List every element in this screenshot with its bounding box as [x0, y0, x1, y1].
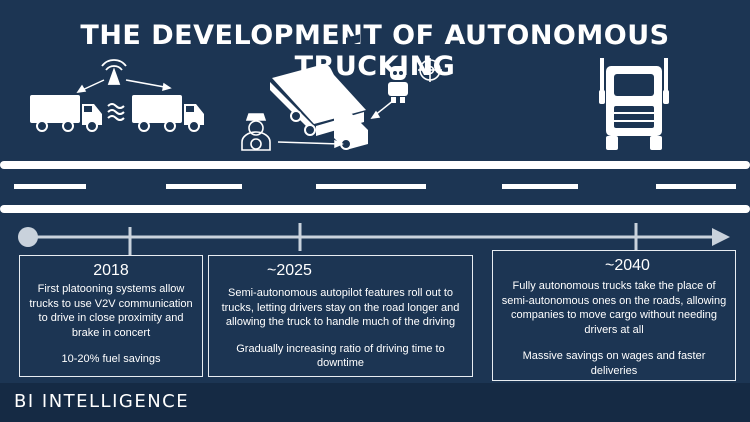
milestone-year: ~2025 [267, 262, 312, 279]
driver-arrow [277, 139, 344, 149]
truck-icon [270, 34, 368, 150]
milestone-description: Fully autonomous trucks take the place o… [501, 280, 727, 336]
signal-arrows [76, 79, 172, 93]
milestone-description: Semi-autonomous autopilot features roll … [221, 287, 460, 328]
steering-target-icon [418, 58, 442, 82]
driver-icon [241, 113, 271, 151]
signal-tower-icon [101, 59, 127, 85]
milestone-2025: ~2025 Semi-autonomous autopilot features… [208, 255, 473, 377]
wave-link-icon [107, 103, 125, 121]
milestone-note: 10-20% fuel savings [61, 353, 161, 365]
milestone-note: Massive savings on wages and faster deli… [522, 350, 706, 377]
robot-arrow [370, 99, 395, 119]
milestone-2040: ~2040 Fully autonomous trucks take the p… [492, 250, 736, 381]
footer-bar [0, 383, 750, 422]
milestone-year: 2018 [93, 262, 129, 279]
timeline [18, 223, 730, 255]
brand-logo: BI INTELLIGENCE [14, 391, 190, 412]
truck-icon [132, 95, 204, 132]
robot-icon [388, 66, 408, 103]
milestone-note: Gradually increasing ratio of driving ti… [236, 342, 445, 370]
milestone-2018: 2018 First platooning systems allow truc… [19, 255, 203, 377]
road [0, 161, 750, 213]
truck-icon [30, 95, 102, 132]
truck-front-icon [599, 58, 669, 150]
milestone-year: ~2040 [605, 257, 650, 274]
milestone-description: First platooning systems allow trucks to… [29, 283, 193, 339]
